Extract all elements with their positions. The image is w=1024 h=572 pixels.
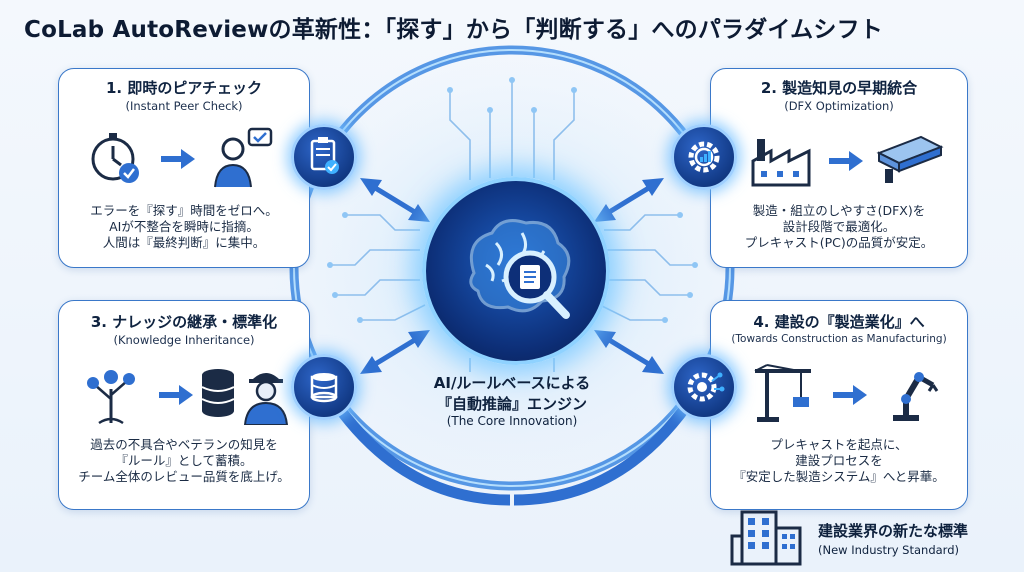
node-knowledge [291,354,357,420]
card-body-line: 人間は『最終判断』に集中。 [102,235,266,250]
arrow-right-icon [833,385,867,405]
node-peer-check [291,124,357,190]
card-body: 過去の不具合やベテランの知見を 『ルール』として蓄積。 チーム全体のレビュー品質… [59,437,309,485]
card-heading: 3. ナレッジの継承・標準化 [90,313,278,331]
card-body-line: AIが不整合を瞬時に指摘。 [109,219,259,234]
industry-standard-title: 建設業界の新たな標準 [818,522,969,540]
steel-beam-icon [876,135,944,183]
brain-search-icon [469,219,571,319]
card-body-line: チーム全体のレビュー品質を底上げ。 [78,469,290,484]
card-body-line: 建設プロセスを [795,453,883,468]
factory-icon [751,139,811,187]
tree-network-icon [87,370,135,425]
card-knowledge-inheritance: 3. ナレッジの継承・標準化 (Knowledge Inheritance) 過… [58,300,310,510]
veteran-worker-icon [243,373,289,425]
core-title-line2: 『自動推論』エンジン [436,395,587,413]
card-subheading: (DFX Optimization) [784,99,894,113]
core-label: AI/ルールベースによる 『自動推論』エンジン (The Core Innova… [380,372,644,428]
card-heading: 1. 即時のピアチェック [105,79,263,97]
link-arrows [360,178,664,374]
core-engine [422,177,610,365]
gear-network-icon [687,372,725,402]
card-instant-peer-check: 1. 即時のピアチェック (Instant Peer Check) エラーを『探… [58,68,310,268]
gear-chart-icon [688,141,720,173]
arrow-right-icon [829,151,863,171]
database-icon [201,369,235,417]
card-heading: 2. 製造知見の早期統合 [760,79,918,97]
card-subheading: (Towards Construction as Manufacturing) [731,333,947,345]
core-title-line1: AI/ルールベースによる [433,374,591,392]
node-dfx [671,124,737,190]
person-chat-icon [214,127,273,188]
card-body-line: 過去の不具合やベテランの知見を [90,437,278,452]
cycle-arrow-bottom-right [513,391,699,506]
card-body-line: プレキャスト(PC)の品質が安定。 [744,235,934,250]
robot-arm-icon [893,372,939,421]
card-body: 製造・組立のしやすさ(DFX)を 設計段階で最適化。 プレキャスト(PC)の品質… [711,203,967,251]
node-manufacturing [671,354,737,420]
cycle-arrow-bottom-left [325,391,511,506]
card-subheading: (Knowledge Inheritance) [113,333,255,347]
card-body-line: 製造・組立のしやすさ(DFX)を [752,203,926,218]
page-title: CoLab AutoReviewの革新性：「探す」から「判断する」へのパラダイム… [24,17,883,43]
card-body: プレキャストを起点に、 建設プロセスを 『安定した製造システム』へと昇華。 [711,437,967,485]
clipboard-check-icon [310,137,339,174]
card-body-line: 『安定した製造システム』へと昇華。 [733,469,945,484]
card-body-line: 設計段階で最適化。 [782,219,896,234]
stopwatch-icon [91,133,139,183]
card-body-line: プレキャストを起点に、 [770,437,908,452]
arrow-right-icon [159,385,193,405]
card-body-line: エラーを『探す』時間をゼロへ。 [90,203,278,218]
crane-icon [754,364,811,422]
database-node-icon [310,373,338,403]
card-heading: 4. 建設の『製造業化』へ [753,313,925,331]
card-subheading: (Instant Peer Check) [125,99,243,113]
card-body: エラーを『探す』時間をゼロへ。 AIが不整合を瞬時に指摘。 人間は『最終判断』に… [59,203,309,251]
card-dfx-optimization: 2. 製造知見の早期統合 (DFX Optimization) 製造・組立のしや… [710,68,968,268]
card-construction-manufacturing: 4. 建設の『製造業化』へ (Towards Construction as M… [710,300,968,510]
building-icon [730,510,802,566]
industry-standard-subtitle: (New Industry Standard) [818,543,959,557]
arrow-right-icon [161,149,195,169]
core-subtitle: (The Core Innovation) [446,414,578,428]
card-body-line: 『ルール』として蓄積。 [115,453,253,468]
